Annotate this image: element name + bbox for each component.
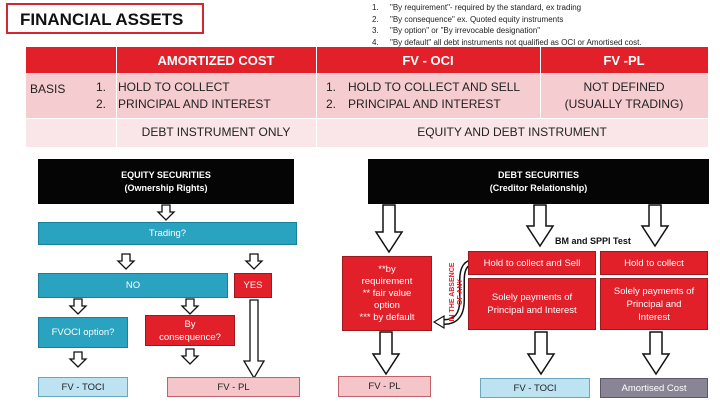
list-item: 1.HOLD TO COLLECT AND SELL <box>326 80 521 94</box>
by-consequence-question: By consequence? <box>145 315 235 346</box>
sppi-box-amortised: Solely payments of Principal and Interes… <box>600 278 708 330</box>
fvoci-option-question: FVOCI option? <box>38 317 128 348</box>
header-fv-pl: FV -PL <box>540 47 708 73</box>
note-item: 2. "By consequence" ex. Quoted equity ins… <box>372 14 718 26</box>
list-item: 2.PRINCIPAL AND INTEREST <box>96 97 271 111</box>
note-number: 4. <box>372 37 379 47</box>
note-text: "By default" all debt instruments not qu… <box>390 37 642 47</box>
fvpl-basis: NOT DEFINED (USUALLY TRADING) <box>564 80 684 111</box>
instrument-fair-value: EQUITY AND DEBT INSTRUMENT <box>417 125 607 139</box>
arrow-down-icon <box>181 298 199 315</box>
note-text: "By requirement"- required by the standa… <box>390 3 582 12</box>
sppi-box-fvoci: Solely payments of Principal and Interes… <box>468 278 596 330</box>
bm-sppi-test-label: BM and SPPI Test <box>555 236 631 246</box>
instrument-amortized: DEBT INSTRUMENT ONLY <box>141 125 291 139</box>
equity-securities-header: EQUITY SECURITIES (Ownership Rights) <box>38 159 294 204</box>
note-item: 4. "By default" all debt instruments not … <box>372 37 718 49</box>
header-fv-oci: FV - OCI <box>316 47 540 73</box>
page-title: FINANCIAL ASSETS <box>6 3 204 34</box>
arrow-down-icon <box>526 331 556 376</box>
hold-to-collect-box: Hold to collect <box>600 251 708 275</box>
list-item: 2.PRINCIPAL AND INTEREST <box>326 97 501 111</box>
note-item: 1. "By requirement"- required by the stan… <box>372 2 718 14</box>
result-fv-pl-equity: FV - PL <box>167 377 300 397</box>
arrow-down-icon <box>69 351 87 368</box>
arrow-down-icon <box>525 204 555 248</box>
table-header-blank <box>26 47 116 73</box>
header-amortized-cost: AMORTIZED COST <box>116 47 316 73</box>
note-item: 3. "By option" or "By irrevocable designa… <box>372 25 718 37</box>
note-number: 3. <box>372 26 379 35</box>
no-box: NO <box>38 273 228 298</box>
arrow-down-icon <box>374 204 404 254</box>
row-label-basis: BASIS <box>30 82 66 96</box>
result-fv-pl-debt: FV - PL <box>338 376 431 397</box>
result-fv-toci-equity: FV - TOCI <box>38 377 128 397</box>
result-fv-toci-debt: FV - TOCI <box>480 378 590 398</box>
arrow-down-icon <box>245 253 263 270</box>
arrow-down-icon <box>157 204 175 221</box>
note-number: 1. <box>372 3 379 12</box>
hold-to-collect-and-sell-box: Hold to collect and Sell <box>468 251 596 275</box>
debt-securities-header: DEBT SECURITIES (Creditor Relationship) <box>368 159 709 204</box>
list-item: 1.HOLD TO COLLECT <box>96 80 230 94</box>
definition-notes: 1. "By requirement"- required by the stan… <box>372 2 718 48</box>
arrow-left-icon <box>432 314 445 330</box>
column-divider <box>540 47 541 118</box>
note-text: "By consequence" ex. Quoted equity instr… <box>390 14 564 24</box>
absence-label: OF ANY <box>457 279 464 306</box>
fv-pl-conditions-box: **by requirement ** fair value option **… <box>342 256 432 331</box>
table-row-basis <box>26 73 708 118</box>
column-divider <box>316 47 317 147</box>
arrow-down-icon <box>242 299 266 380</box>
arrow-down-icon <box>371 331 401 376</box>
arrow-down-icon <box>181 348 199 365</box>
trading-question: Trading? <box>38 222 297 245</box>
arrow-down-icon <box>640 204 670 248</box>
column-divider <box>116 47 117 147</box>
yes-box: YES <box>234 273 272 298</box>
fvoci-basis-list: 1.HOLD TO COLLECT AND SELL 2.PRINCIPAL A… <box>326 79 540 113</box>
absence-label: IN THE ABSENCE <box>449 262 456 321</box>
arrow-down-icon <box>117 253 135 270</box>
note-text: "By option" or "By irrevocable designati… <box>390 26 541 35</box>
result-amortised-cost: Amortised Cost <box>600 378 708 398</box>
note-number: 2. <box>372 14 379 24</box>
table-row-instrument <box>26 118 708 147</box>
arrow-down-icon <box>641 331 671 376</box>
amortized-basis-list: 1.HOLD TO COLLECT 2.PRINCIPAL AND INTERE… <box>96 79 316 113</box>
arrow-down-icon <box>69 298 87 315</box>
row-divider <box>26 118 708 119</box>
